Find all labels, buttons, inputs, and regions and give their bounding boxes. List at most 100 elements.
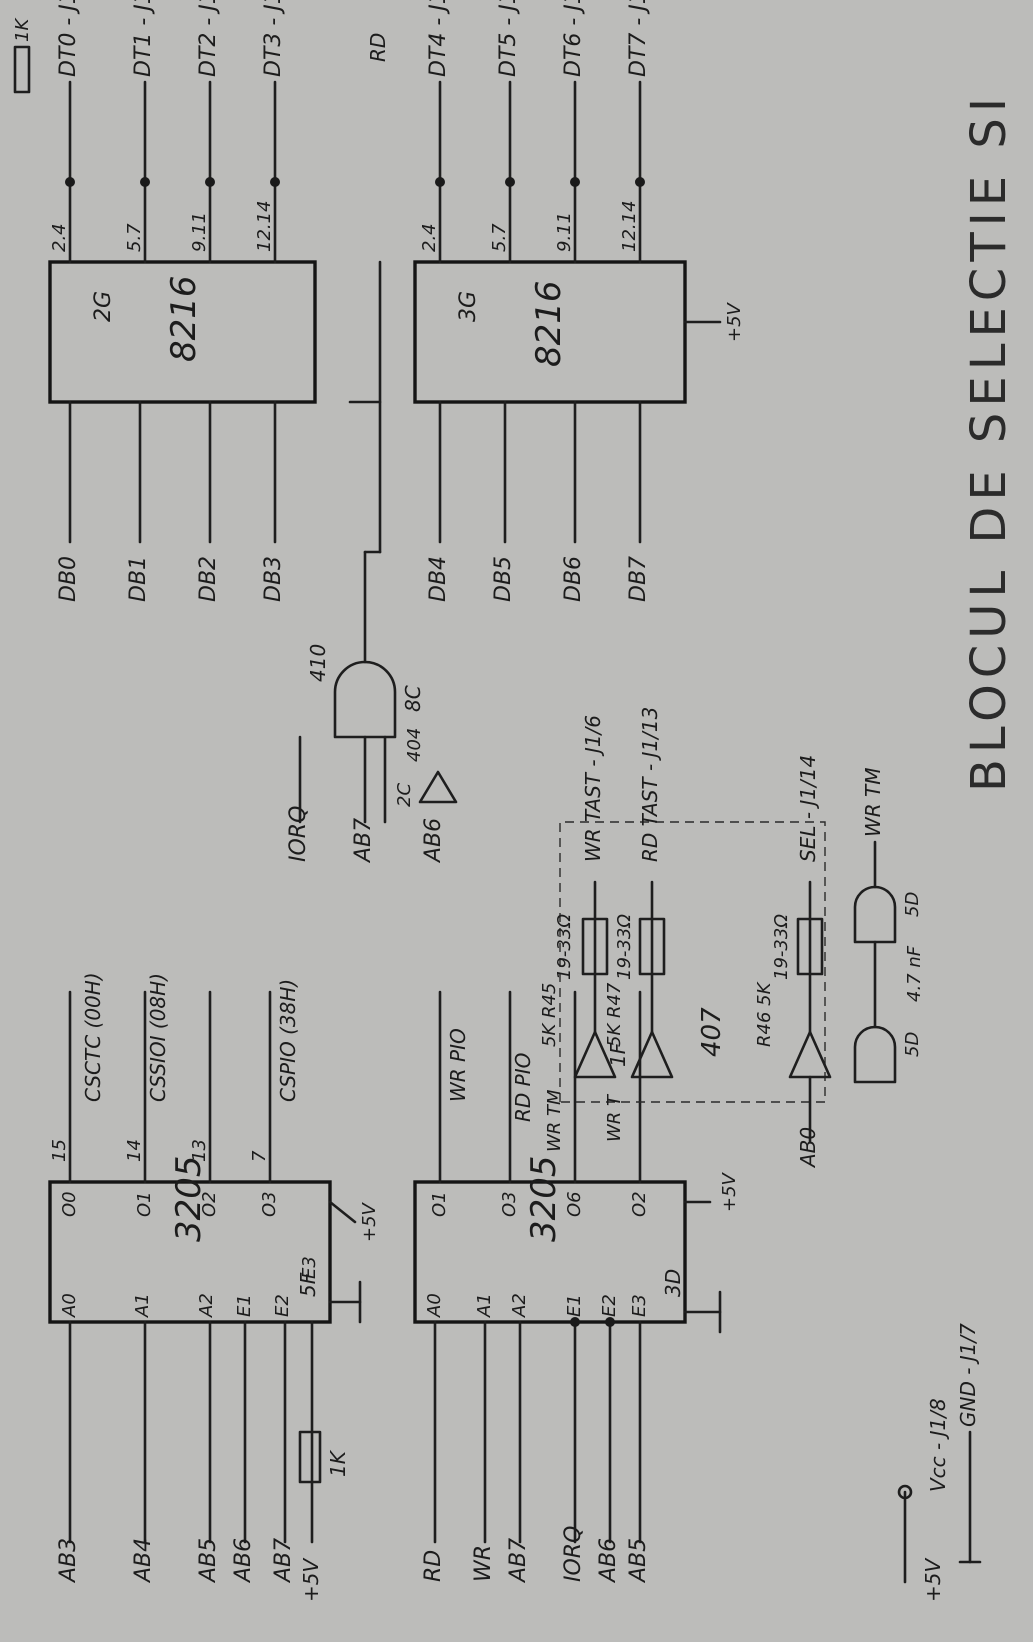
svg-text:2C: 2C — [394, 783, 415, 807]
svg-text:2G: 2G — [91, 291, 116, 322]
db6-label: DB6 — [561, 556, 586, 602]
chip-8216-2g: 8216 2G DB0 DB1 DB2 DB3 2.4 5.7 9.11 12.… — [12, 0, 317, 602]
svg-text:A1: A1 — [474, 1293, 495, 1318]
nand-8c: 8C 410 2C 404 IORQ AB7 AB6 — [286, 550, 458, 864]
resistor-sel — [796, 917, 824, 976]
svg-text:19-33Ω: 19-33Ω — [771, 914, 792, 980]
svg-text:5D: 5D — [902, 892, 923, 917]
svg-text:E2: E2 — [272, 1294, 293, 1317]
power-plus5v: +5V — [921, 1558, 945, 1602]
out-rd-tast: RD TAST - J1/13 — [638, 707, 662, 862]
svg-text:2.4: 2.4 — [49, 223, 70, 252]
chip-3d-ref: 3D — [661, 1269, 685, 1297]
svg-text:+5V: +5V — [719, 1171, 740, 1212]
nand-in-iorq: IORQ — [286, 806, 311, 862]
wr-pio-label: WR PIO — [446, 1028, 470, 1102]
nand-in-ab6: AB6 — [421, 818, 446, 864]
dt4-label: DT4 - J1/11 — [426, 0, 451, 77]
power-block: +5V Vcc - J1/8 GND - J1/7 — [897, 1323, 982, 1602]
resistor-rd-tast — [638, 917, 666, 976]
sig-rd-in: RD — [421, 1550, 446, 1582]
svg-text:8216: 8216 — [529, 280, 569, 367]
svg-text:13: 13 — [189, 1139, 210, 1162]
ab0-label: AB0 — [796, 1127, 820, 1169]
cap-label: 4.7 nF — [904, 945, 925, 1002]
svg-text:5.7: 5.7 — [489, 223, 510, 252]
wr-tm-out: WR TM — [861, 767, 885, 837]
svg-text:O2: O2 — [199, 1191, 220, 1217]
svg-text:E2: E2 — [599, 1294, 620, 1317]
wr-tm-label: WR TM — [544, 1089, 565, 1152]
svg-text:O1: O1 — [134, 1191, 155, 1217]
svg-text:410: 410 — [306, 644, 330, 682]
sig-ab4: AB4 — [131, 1538, 156, 1584]
svg-text:5K R45: 5K R45 — [539, 983, 560, 1047]
db1-label: DB1 — [126, 556, 151, 602]
db2-label: DB2 — [196, 556, 221, 602]
svg-text:5.7: 5.7 — [124, 223, 145, 252]
dt3-label: DT3 - J1/3 — [261, 0, 286, 77]
svg-text:O3: O3 — [259, 1191, 280, 1217]
gate-5d: 5D 5D 4.7 nF WR TM — [853, 767, 925, 1084]
svg-text:404: 404 — [404, 728, 425, 762]
sig-ab7: AB7 — [271, 1538, 296, 1584]
svg-text:O6: O6 — [564, 1191, 585, 1217]
svg-text:R46 5K: R46 5K — [754, 981, 775, 1047]
chip-5f-ref: 5F — [296, 1272, 320, 1297]
svg-text:7: 7 — [249, 1150, 270, 1162]
sig-ab6: AB6 — [231, 1538, 256, 1584]
svg-text:E1: E1 — [564, 1294, 585, 1317]
dt0-label: DT0 - J1/9 — [56, 0, 81, 77]
svg-text:19-33Ω: 19-33Ω — [554, 914, 575, 980]
svg-text:+5V: +5V — [724, 301, 745, 342]
sig-ab3: AB3 — [56, 1538, 81, 1584]
wr-t-label: WR T — [604, 1093, 625, 1142]
svg-text:12.14: 12.14 — [619, 200, 640, 252]
power-gnd: GND - J1/7 — [956, 1323, 980, 1427]
svg-text:O1: O1 — [429, 1191, 450, 1217]
svg-text:14: 14 — [124, 1139, 145, 1162]
dt1-label: DT1 - J1/2 — [131, 0, 156, 77]
chip-8216-3g: 8216 3G DB4 DB5 DB6 DB7 2.4 5.7 9.11 12.… — [366, 0, 745, 602]
svg-text:15: 15 — [49, 1139, 70, 1162]
svg-text:9.11: 9.11 — [189, 212, 210, 252]
svg-text:O2: O2 — [629, 1191, 650, 1217]
svg-text:O0: O0 — [59, 1191, 80, 1217]
sig-plus5v-in: +5V — [299, 1558, 323, 1602]
sig-wr-in: WR — [471, 1545, 496, 1582]
rd-label: RD — [366, 33, 390, 62]
svg-text:1K: 1K — [12, 18, 33, 42]
chip-3d-part: 3205 — [524, 1155, 564, 1242]
svg-text:12.14: 12.14 — [254, 200, 275, 252]
cs-pio-label: CSPIO (38H) — [276, 979, 300, 1102]
chip-3205-3d: 3205 3D RD WR AB7 IORQ AB6 AB5 A0 A1 A2 … — [413, 990, 740, 1584]
dt7-label: DT7 - J1/5 — [626, 0, 651, 77]
resistor-1k-5f — [298, 1430, 322, 1484]
svg-text:E1: E1 — [234, 1294, 255, 1317]
svg-text:1K: 1K — [326, 1449, 350, 1477]
svg-text:5K R47: 5K R47 — [604, 982, 625, 1047]
svg-text:2.4: 2.4 — [419, 223, 440, 252]
buffer-ref: 1F — [606, 1042, 630, 1067]
nand-in-ab7: AB7 — [351, 818, 376, 864]
resistor-wr-tast — [581, 917, 609, 976]
sig-iorq-in: IORQ — [561, 1526, 586, 1582]
sig-ab6-b: AB6 — [596, 1538, 621, 1584]
svg-text:19-33Ω: 19-33Ω — [614, 914, 635, 980]
db5-label: DB5 — [491, 556, 516, 602]
svg-text:O3: O3 — [499, 1191, 520, 1217]
svg-text:5D: 5D — [902, 1032, 923, 1057]
cs-sio-label: CSSIOI (08H) — [146, 973, 170, 1102]
buffer-type: 407 — [697, 1007, 727, 1057]
svg-text:E3: E3 — [629, 1294, 650, 1317]
dt5-label: DT5 - J1/4 — [496, 0, 521, 77]
rd-pio-label: RD PIO — [511, 1053, 535, 1122]
page-title: BLOCUL DE SELECTIE SI — [961, 92, 1017, 792]
out-sel: SEL - J1/14 — [796, 755, 820, 862]
svg-text:A0: A0 — [424, 1293, 445, 1318]
svg-text:+5V: +5V — [359, 1201, 380, 1242]
svg-text:A1: A1 — [132, 1293, 153, 1318]
buffer-block-407: 407 1F 19-33Ω 19-33Ω 19-33Ω 5K R45 5K R4… — [539, 707, 832, 1169]
